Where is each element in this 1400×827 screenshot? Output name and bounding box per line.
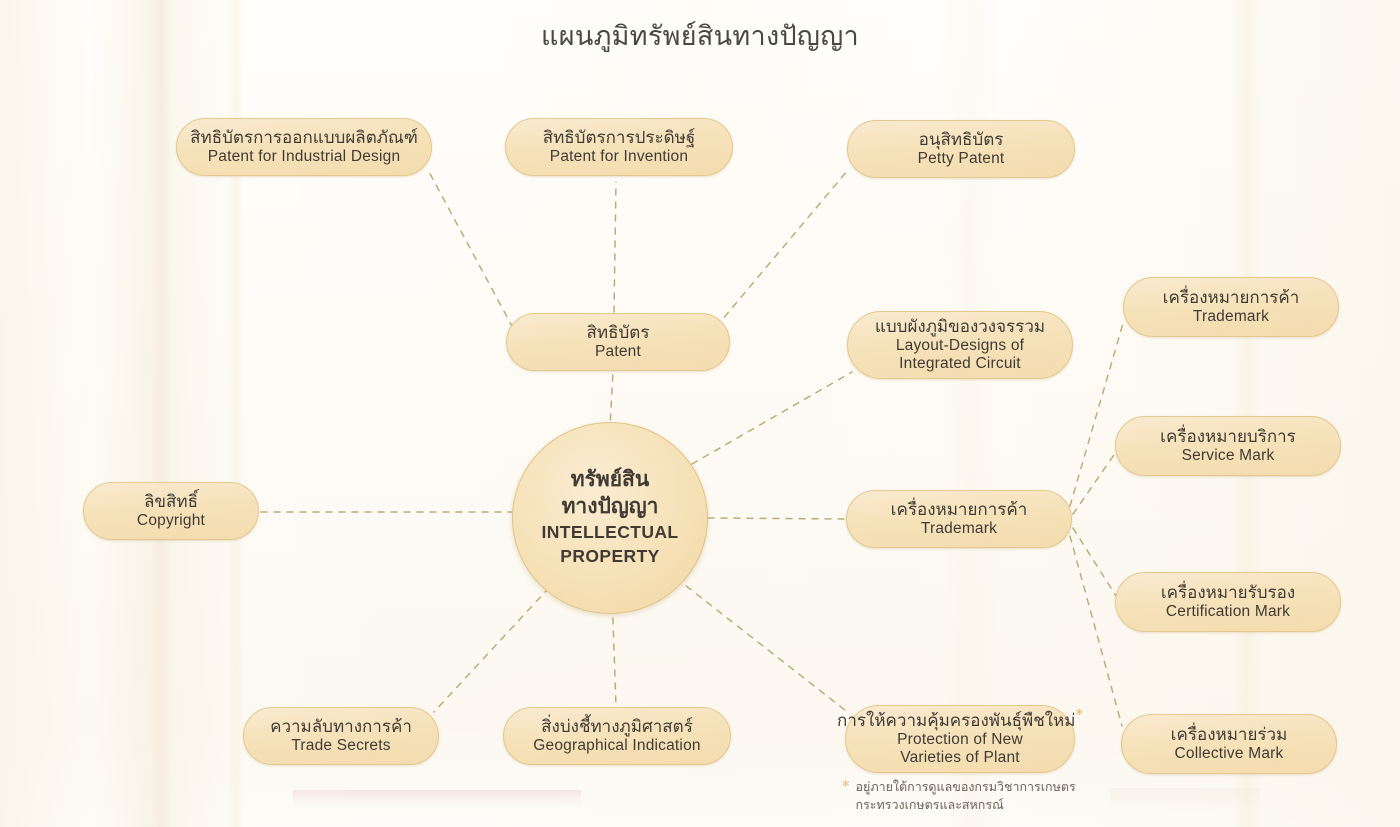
node-label-en: Trademark xyxy=(1192,307,1270,325)
footnote-line1: อยู่ภายใต้การดูแลของกรมวิชาการเกษตร xyxy=(855,779,1076,794)
footnote: * อยู่ภายใต้การดูแลของกรมวิชาการเกษตร กร… xyxy=(842,778,1162,814)
node-patent-hub[interactable]: สิทธิบัตร Patent xyxy=(506,313,730,371)
node-label-en: Geographical Indication xyxy=(533,736,701,754)
node-protection-of-new-varieties-of-plant[interactable]: การให้ความคุ้มครองพันธุ์พืชใหม่* Protect… xyxy=(837,705,1083,773)
node-service-mark[interactable]: เครื่องหมายบริการ Service Mark xyxy=(1115,416,1341,476)
node-label-th: ลิขสิทธิ์ xyxy=(144,491,198,512)
link-patent-industrial-design xyxy=(427,169,514,329)
node-certification-mark[interactable]: เครื่องหมายรับรอง Certification Mark xyxy=(1115,572,1341,632)
node-label-en: Service Mark xyxy=(1181,446,1275,464)
node-intellectual-property-center[interactable]: ทรัพย์สิน ทางปัญญา INTELLECTUAL PROPERTY xyxy=(512,422,708,614)
node-label-th: สิทธิบัตรการออกแบบผลิตภัณฑ์ xyxy=(190,127,418,148)
node-label-th: เครื่องหมายร่วม xyxy=(1170,724,1288,745)
node-label-en: Patent for Industrial Design xyxy=(207,147,401,165)
node-collective-mark[interactable]: เครื่องหมายร่วม Collective Mark xyxy=(1121,714,1337,774)
node-patent-for-industrial-design[interactable]: สิทธิบัตรการออกแบบผลิตภัณฑ์ Patent for I… xyxy=(176,118,432,176)
node-label-en-line2: Integrated Circuit xyxy=(899,354,1021,372)
footnote-asterisk-icon: * xyxy=(842,777,850,795)
node-label-en: Petty Patent xyxy=(917,149,1005,167)
node-label-en: Certification Mark xyxy=(1165,602,1291,620)
node-label-en: Patent xyxy=(594,342,641,360)
node-label-en: Collective Mark xyxy=(1174,744,1284,762)
node-label-en: Trade Secrets xyxy=(291,736,391,754)
node-trademark[interactable]: เครื่องหมายการค้า Trademark xyxy=(1123,277,1339,337)
node-label-th: อนุสิทธิบัตร xyxy=(918,129,1004,150)
node-label-th: เครื่องหมายการค้า xyxy=(890,499,1028,520)
node-label-th: เครื่องหมายการค้า xyxy=(1162,287,1300,308)
node-label-en: Trademark xyxy=(920,519,998,537)
link-center-plant-varieties xyxy=(675,577,851,715)
node-patent-for-invention[interactable]: สิทธิบัตรการประดิษฐ์ Patent for Inventio… xyxy=(505,118,733,176)
node-label-en-line2: Varieties of Plant xyxy=(900,748,1020,766)
node-label-th-line1: ทรัพย์สิน xyxy=(570,467,650,492)
link-trademark xyxy=(1069,319,1125,507)
footnote-line2: กระทรวงเกษตรและสหกรณ์ xyxy=(855,796,1004,812)
node-label-en: Copyright xyxy=(136,511,206,529)
node-label-th: แบบผังภูมิของวงจรรวม xyxy=(874,317,1046,338)
page-title: แผนภูมิทรัพย์สินทางปัญญา xyxy=(541,21,859,52)
footnote-text: อยู่ภายใต้การดูแลของกรมวิชาการเกษตร กระท… xyxy=(856,778,1076,814)
node-trade-secrets[interactable]: ความลับทางการค้า Trade Secrets xyxy=(243,707,439,765)
link-center-layout-designs xyxy=(691,371,853,465)
node-label-th: การให้ความคุ้มครองพันธุ์พืชใหม่* xyxy=(837,707,1083,732)
plant-node-th-text: การให้ความคุ้มครองพันธุ์พืชใหม่ xyxy=(837,711,1076,732)
node-label-en: Patent for Invention xyxy=(549,147,689,165)
node-copyright[interactable]: ลิขสิทธิ์ Copyright xyxy=(83,482,259,540)
link-petty-patent xyxy=(715,169,849,328)
node-label-en-line2: PROPERTY xyxy=(560,546,660,567)
link-patent-invention xyxy=(613,181,617,313)
node-label-en-line1: Layout-Designs of xyxy=(895,337,1025,355)
node-label-th: ความลับทางการค้า xyxy=(270,716,412,737)
node-label-th: เครื่องหมายบริการ xyxy=(1160,426,1296,447)
link-center-trade-secrets xyxy=(433,577,559,713)
node-label-en-line1: INTELLECTUAL xyxy=(541,522,679,542)
node-label-th-line2: ทางปัญญา xyxy=(561,494,659,519)
link-certification-mark xyxy=(1072,527,1117,597)
node-label-th: เครื่องหมายรับรอง xyxy=(1160,582,1296,603)
link-center-trademark-hub xyxy=(707,517,849,520)
node-layout-designs-of-integrated-circuit[interactable]: แบบผังภูมิของวงจรรวม Layout-Designs of I… xyxy=(847,311,1073,379)
asterisk-icon: * xyxy=(1075,705,1083,724)
node-petty-patent[interactable]: อนุสิทธิบัตร Petty Patent xyxy=(847,120,1075,178)
node-label-th: สิทธิบัตร xyxy=(586,322,650,343)
node-label-en-line1: Protection of New xyxy=(897,731,1023,749)
node-trademark-hub[interactable]: เครื่องหมายการค้า Trademark xyxy=(846,490,1072,548)
node-label-th: สิ่งบ่งชี้ทางภูมิศาสตร์ xyxy=(541,716,693,737)
node-label-th: สิทธิบัตรการประดิษฐ์ xyxy=(542,127,696,148)
link-service-mark xyxy=(1072,451,1117,515)
node-geographical-indication[interactable]: สิ่งบ่งชี้ทางภูมิศาสตร์ Geographical Ind… xyxy=(503,707,731,765)
